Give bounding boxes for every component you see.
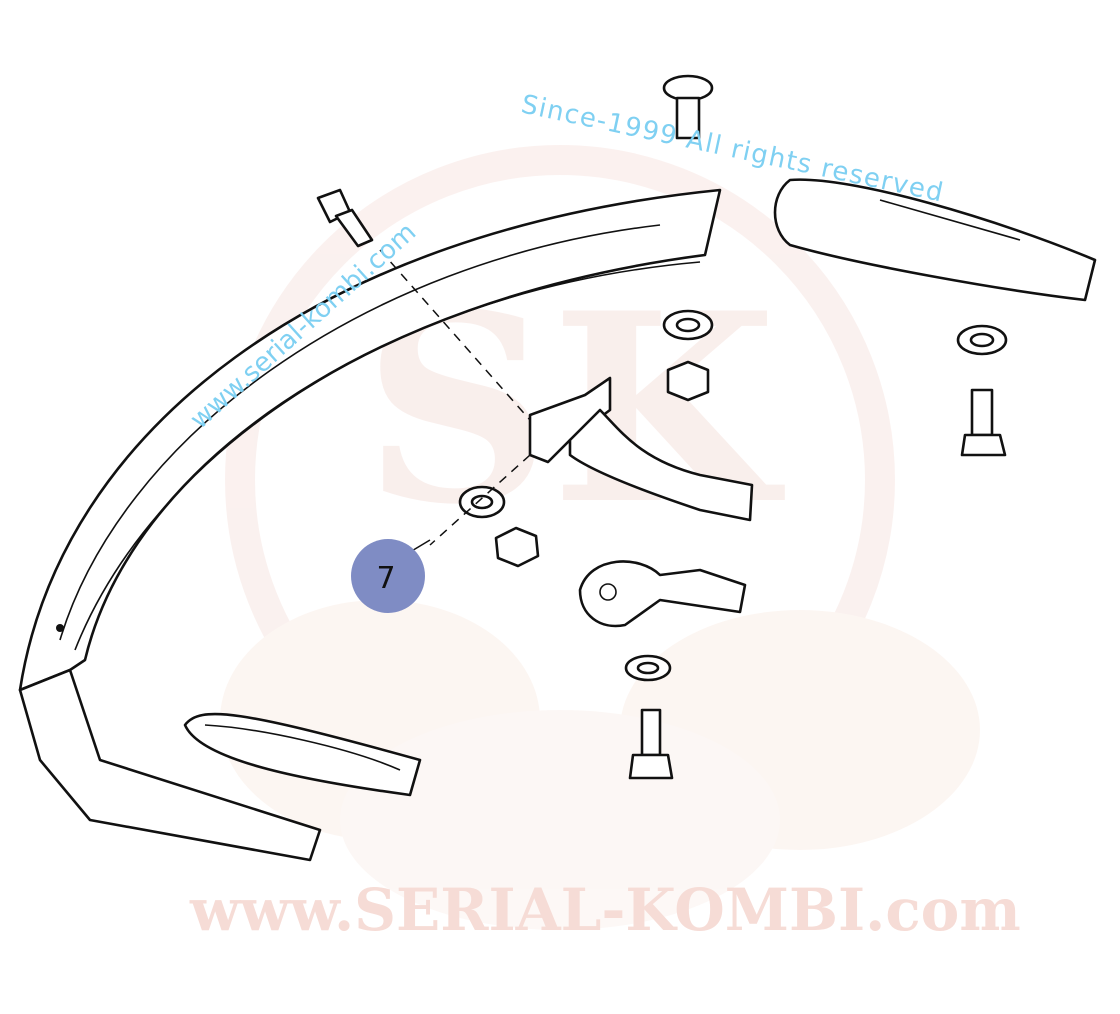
callout-7[interactable]: 7 <box>351 539 431 613</box>
washer-hole <box>969 332 995 348</box>
hex-bolt-top-left <box>316 188 374 248</box>
assembly-line <box>429 454 531 546</box>
hex-bolt-bottom <box>628 708 674 780</box>
bumper-end-right <box>773 178 1097 302</box>
washer-hole <box>636 661 660 675</box>
washer-hole <box>470 494 494 510</box>
hex-bolt-right <box>960 388 1007 457</box>
washer-hole <box>675 317 701 333</box>
bumper-bracket <box>528 376 754 522</box>
step-plate <box>183 712 422 797</box>
assembly-line <box>379 249 531 421</box>
callout-circle[interactable] <box>351 539 425 613</box>
hex-nut <box>494 526 540 568</box>
hex-nut <box>666 360 710 402</box>
mounting-bracket <box>578 560 747 628</box>
callout-number[interactable]: 7 <box>376 561 395 596</box>
watermark-center-text: www.SERIAL-KOMBI.com <box>189 876 1021 944</box>
carriage-bolt <box>662 74 714 140</box>
bumper-blade <box>18 188 722 862</box>
